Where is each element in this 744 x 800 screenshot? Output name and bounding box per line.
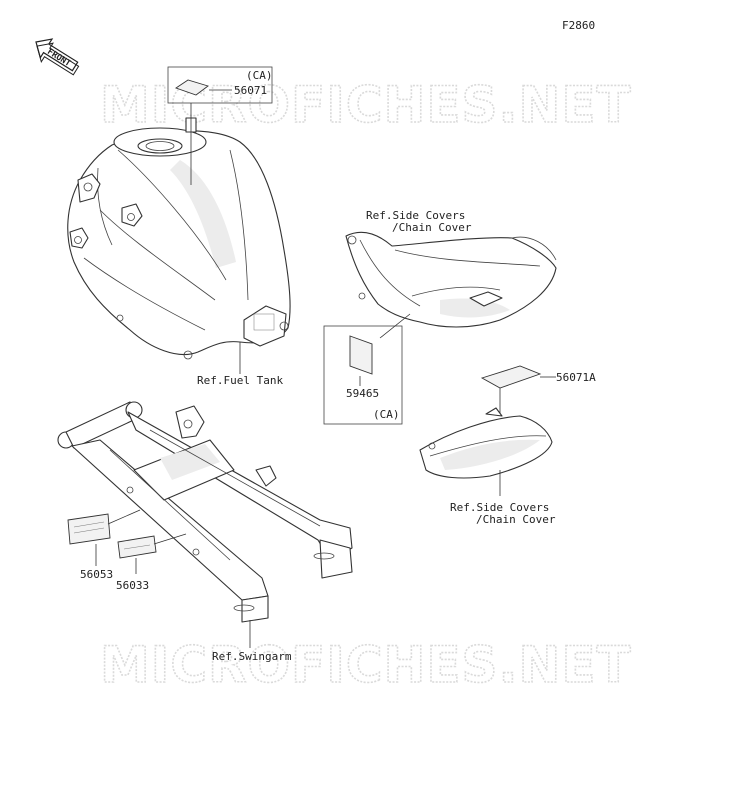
callout-box-59465 xyxy=(323,325,403,425)
label-56053: 56053 xyxy=(80,568,113,581)
label-56033: 56033 xyxy=(116,579,149,592)
swingarm-drawing xyxy=(57,401,353,623)
leader-59465 xyxy=(379,313,411,339)
decal-56071a-icon xyxy=(480,365,542,389)
leader-56033 xyxy=(153,533,187,545)
side-cover-lower-drawing xyxy=(419,407,553,479)
label-ref-side-covers-2b: /Chain Cover xyxy=(476,513,556,526)
leader-56053 xyxy=(107,509,141,525)
front-arrow-icon: FRONT xyxy=(35,38,80,76)
label-56071a: 56071A xyxy=(556,371,596,384)
decal-59465-icon xyxy=(349,335,373,375)
label-59465: 59465 xyxy=(346,387,379,400)
label-ref-side-covers-1a: Ref.Side Covers xyxy=(366,209,465,222)
label-56071: 56071 xyxy=(234,84,267,97)
label-ref-side-covers-2a: Ref.Side Covers xyxy=(450,501,549,514)
watermark-top: MICROFICHES.NET xyxy=(100,76,632,134)
label-ca-mid: (CA) xyxy=(373,408,400,421)
decal-56071-icon xyxy=(174,79,209,96)
figure-id: F2860 xyxy=(562,19,595,32)
fuel-tank-drawing xyxy=(67,117,291,360)
label-ref-swingarm: Ref.Swingarm xyxy=(212,650,292,663)
callout-box-56071 xyxy=(167,66,273,104)
label-ref-fuel-tank: Ref.Fuel Tank xyxy=(197,374,283,387)
label-ref-side-covers-1b: /Chain Cover xyxy=(392,221,472,234)
watermark-bottom: MICROFICHES.NET xyxy=(100,636,632,694)
label-ca-top: (CA) xyxy=(246,69,273,82)
decal-56053-icon xyxy=(67,513,111,545)
side-cover-upper-drawing xyxy=(345,231,557,328)
